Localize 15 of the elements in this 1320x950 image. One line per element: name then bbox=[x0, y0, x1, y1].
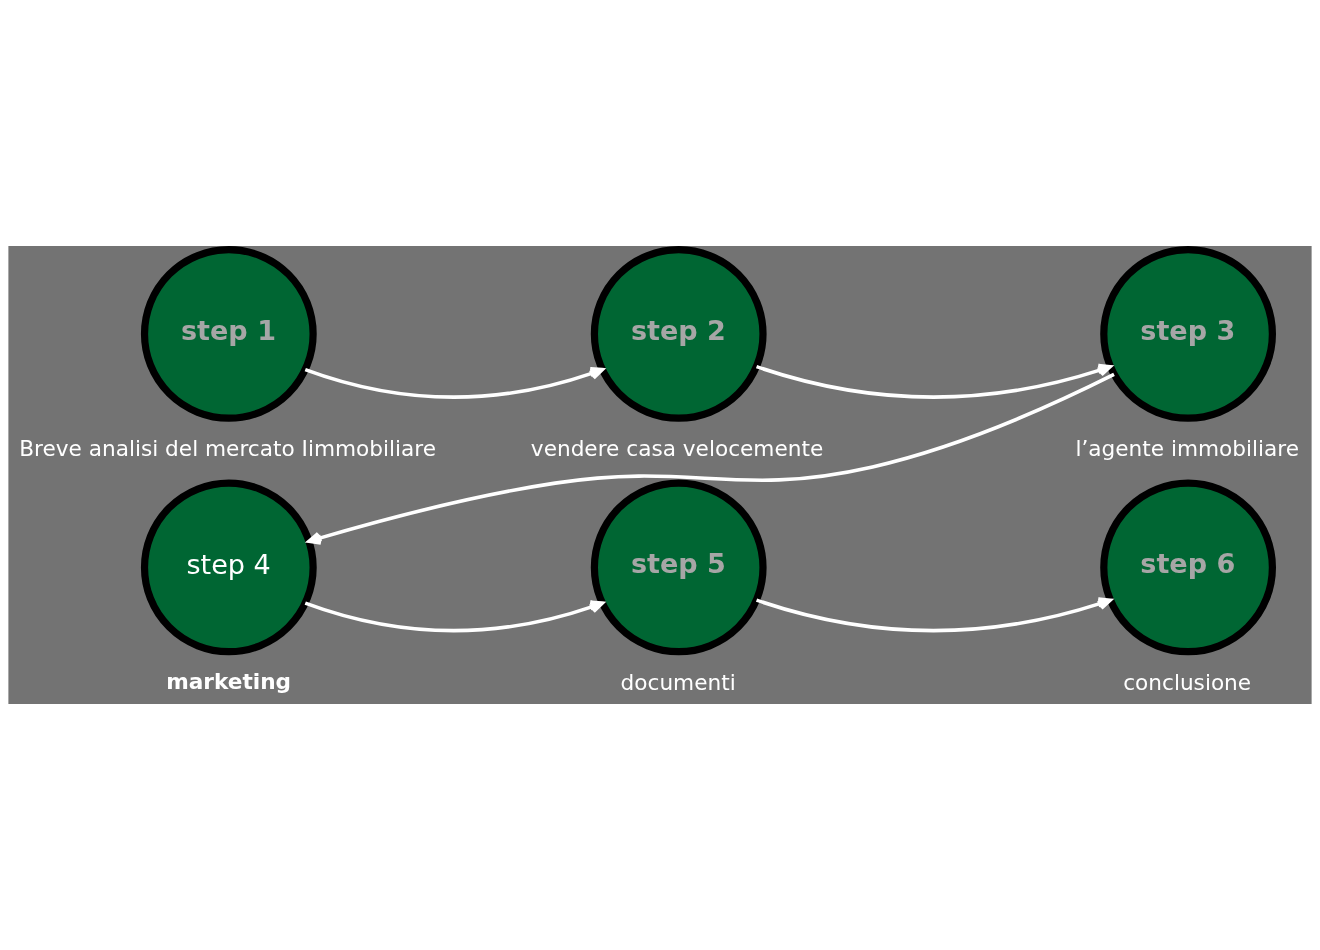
node-circle: step 6 bbox=[1100, 479, 1276, 656]
node-label: conclusione bbox=[1123, 669, 1252, 695]
arrow bbox=[756, 363, 1112, 399]
node-circle: step 1 bbox=[140, 246, 317, 422]
arrow bbox=[304, 600, 604, 633]
arrow bbox=[307, 372, 1115, 545]
arrow bbox=[304, 366, 604, 399]
arrow bbox=[756, 597, 1112, 633]
node-label: documenti bbox=[620, 669, 736, 695]
node-label: Breve analisi del mercato Iimmobiliare bbox=[19, 436, 437, 462]
node-label: vendere casa velocemente bbox=[530, 436, 824, 462]
node-label: marketing bbox=[166, 668, 292, 694]
node-label: l’agente immobiliare bbox=[1075, 436, 1300, 462]
node-circle: step 4 bbox=[140, 479, 317, 656]
node-circle: step 3 bbox=[1100, 246, 1276, 422]
